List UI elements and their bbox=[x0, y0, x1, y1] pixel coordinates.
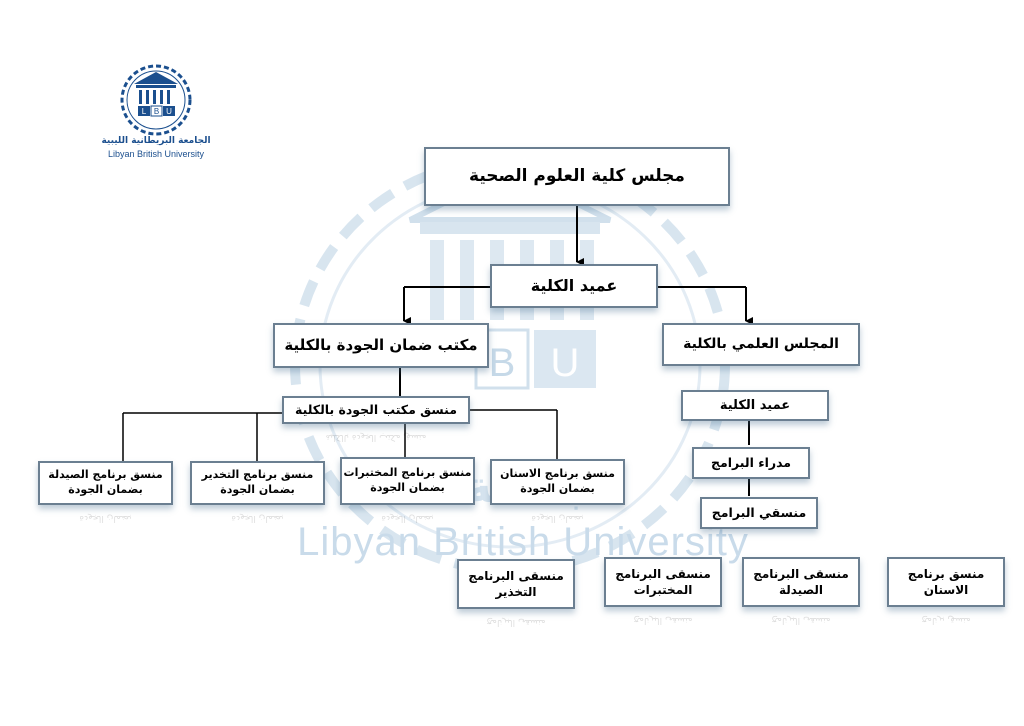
anesthesia-program-coordinator-line1: منسقى البرنامج bbox=[468, 568, 564, 583]
watermark-english-text: Libyan British University bbox=[297, 520, 749, 564]
dental-program-coordinator-reflection: منسق برنامج bbox=[921, 615, 971, 625]
labs-program-coordinator-reflection: منسقى البرنامج bbox=[633, 615, 693, 625]
dental-quality-coordinator-reflection: بضمان الجودة bbox=[531, 513, 584, 523]
dental-program-coordinator-line2: الاسنان bbox=[923, 583, 969, 597]
quality-office-box: مكتب ضمان الجودة بالكلية bbox=[273, 323, 489, 368]
pharmacy-program-coordinator-line2: الصيدلة bbox=[778, 583, 824, 597]
scientific-council-box: المجلس العلمي بالكلية bbox=[662, 323, 860, 366]
anesthesia-quality-coordinator-line2: بضمان الجودة bbox=[220, 483, 295, 496]
anesthesia-program-coordinator-line2: التخذير bbox=[495, 585, 537, 599]
logo-letter-u: U bbox=[166, 107, 172, 116]
faculty-council-box: مجلس كلية العلوم الصحية bbox=[424, 147, 730, 206]
university-logo: L B U bbox=[120, 64, 192, 136]
labs-quality-coordinator-line1: منسق برنامج المختبرات bbox=[343, 466, 472, 480]
program-coordinators-box: منسقي البرامج bbox=[700, 497, 818, 529]
logo-english-name: Libyan British University bbox=[107, 149, 205, 159]
dental-program-coordinator-box: منسق برنامج الاسنان bbox=[887, 557, 1005, 607]
scientific-dean-box: عميد الكلية bbox=[681, 390, 829, 421]
program-directors-label: مدراء البرامج bbox=[710, 454, 792, 470]
anesthesia-program-coordinator-reflection: منسقى البرنامج bbox=[486, 617, 546, 627]
anesthesia-program-coordinator-box: منسقى البرنامج التخذير bbox=[457, 559, 575, 609]
faculty-dean-box: عميد الكلية bbox=[490, 264, 658, 308]
labs-quality-coordinator-reflection: بضمان الجودة bbox=[381, 513, 434, 523]
quality-office-coordinator-box: منسق مكتب الجودة بالكلية bbox=[282, 396, 470, 424]
scientific-dean-label: عميد الكلية bbox=[719, 397, 791, 413]
pharmacy-program-coordinator-reflection: منسقى البرنامج bbox=[771, 615, 831, 625]
pharmacy-quality-coordinator-line2: بضمان الجودة bbox=[68, 483, 143, 496]
dental-quality-coordinator-line1: منسق برنامج الاسنان bbox=[500, 467, 615, 481]
labs-program-coordinator-line1: منسقى البرنامج bbox=[615, 566, 711, 581]
labs-quality-coordinator-line2: بضمان الجودة bbox=[370, 481, 445, 494]
dental-quality-coordinator-line2: بضمان الجودة bbox=[520, 482, 595, 495]
logo-letter-l: L bbox=[142, 107, 147, 116]
dental-program-coordinator-line1: منسق برنامج bbox=[907, 566, 985, 581]
quality-office-label: مكتب ضمان الجودة بالكلية bbox=[284, 336, 478, 355]
quality-office-coordinator-label: منسق مكتب الجودة بالكلية bbox=[295, 401, 457, 417]
labs-program-coordinator-box: منسقى البرنامج المختبرات bbox=[604, 557, 722, 607]
faculty-council-label: مجلس كلية العلوم الصحية bbox=[469, 166, 685, 187]
quality-office-coordinator-reflection: منسق مكتب الجودة بالكلية bbox=[325, 432, 427, 442]
logo-arabic-name: الجامعة البريطانية الليبية bbox=[101, 136, 211, 146]
program-coordinators-label: منسقي البرامج bbox=[711, 504, 807, 520]
pharmacy-quality-coordinator-line1: منسق برنامج الصيدلة bbox=[48, 468, 163, 482]
pharmacy-program-coordinator-box: منسقى البرنامج الصيدلة bbox=[742, 557, 860, 607]
logo-letter-b: B bbox=[154, 107, 159, 116]
faculty-dean-label: عميد الكلية bbox=[530, 276, 618, 296]
pharmacy-quality-coordinator-reflection: بضمان الجودة bbox=[79, 513, 132, 523]
labs-program-coordinator-line2: المختبرات bbox=[633, 583, 693, 597]
program-directors-box: مدراء البرامج bbox=[692, 447, 810, 479]
anesthesia-quality-coordinator-reflection: بضمان الجودة bbox=[231, 513, 284, 523]
pharmacy-program-coordinator-line1: منسقى البرنامج bbox=[753, 566, 849, 581]
anesthesia-quality-coordinator-line1: منسق برنامج التخدير bbox=[201, 468, 314, 482]
scientific-council-label: المجلس العلمي بالكلية bbox=[683, 336, 839, 353]
